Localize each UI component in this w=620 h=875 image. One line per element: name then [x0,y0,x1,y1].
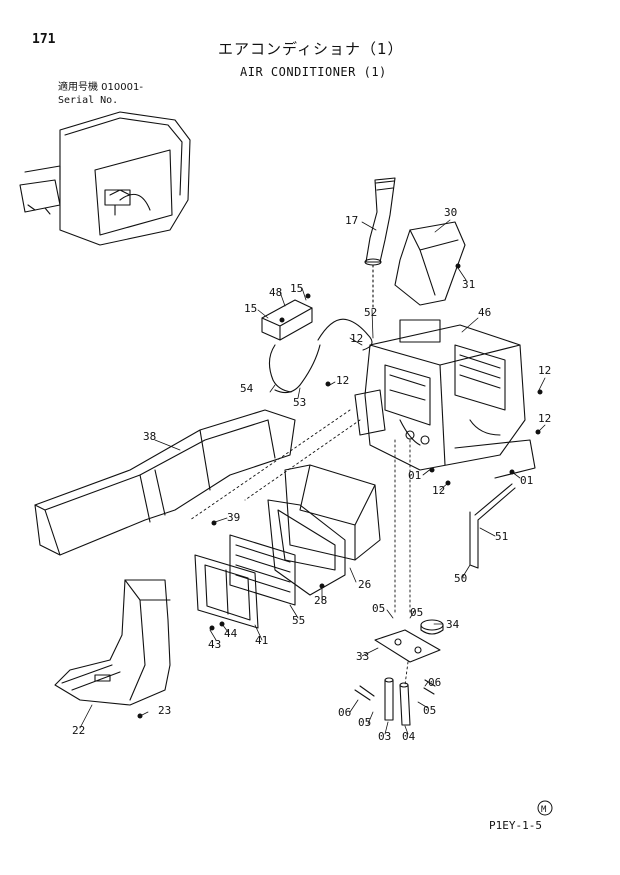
controller-48 [261,299,313,393]
part-label-38: 38 [143,430,156,443]
page-title-japanese: エアコンディショナ（1） [218,40,404,58]
part-label-39: 39 [227,511,240,524]
part-label-46: 46 [478,306,491,319]
page-title-english: AIR CONDITIONER (1) [240,65,387,79]
cap-34 [420,619,444,635]
filter-cover [194,554,259,629]
part-label-05b: 05 [410,606,423,619]
part-label-17: 17 [345,214,358,227]
part-label-05d: 05 [423,704,436,717]
drawing-code: P1EY-1-5 [489,819,542,832]
part-label-01a: 01 [408,469,421,482]
part-label-12c: 12 [336,374,349,387]
part-label-43: 43 [208,638,221,651]
part-label-12e: 12 [432,484,445,497]
hoses-03-04 [354,677,436,726]
duct-17 [364,177,396,311]
part-label-26: 26 [358,578,371,591]
harness-53 [274,318,373,394]
filter-frame-55 [267,499,346,596]
part-label-12a: 12 [350,332,363,345]
part-label-54: 54 [240,382,254,395]
part-label-53: 53 [293,396,306,409]
housing-26 [284,464,381,561]
plate-33 [374,629,441,663]
part-label-55: 55 [292,614,305,627]
revision-mark: M [537,800,553,816]
part-label-30: 30 [444,206,457,219]
page-number: 171 [32,32,56,47]
part-labels: 17 30 31 48 15 15 52 46 12 12 12 12 12 5… [72,206,551,743]
drain-pipe-51 [469,483,516,569]
serial-label-japanese: 適用号機 010001- [58,82,143,93]
ac-unit-46 [354,319,536,479]
part-label-23: 23 [158,704,171,717]
duct-30 [394,221,466,306]
part-label-44: 44 [224,627,238,640]
part-label-41: 41 [255,634,268,647]
part-label-05a: 05 [372,602,385,615]
duct-22 [54,579,171,706]
serial-label-english: Serial No. [58,95,119,106]
part-label-05c: 05 [358,716,371,729]
part-label-01b: 01 [520,474,533,487]
part-label-12b: 12 [538,364,551,377]
duct-38 [34,409,296,556]
part-label-12d: 12 [538,412,551,425]
part-label-33: 33 [356,650,369,663]
excavator-cab-sketch [19,111,191,246]
part-label-06b: 06 [338,706,351,719]
revision-mark-letter: M [541,805,547,815]
part-label-34: 34 [446,618,460,631]
part-label-03: 03 [378,730,391,743]
part-label-52: 52 [364,306,377,319]
part-label-28: 28 [314,594,327,607]
part-label-04: 04 [402,730,416,743]
filter-41 [229,534,296,606]
part-label-51: 51 [495,530,508,543]
part-label-22: 22 [72,724,85,737]
part-label-31: 31 [462,278,475,291]
part-label-15b: 15 [244,302,257,315]
part-label-15a: 15 [290,282,303,295]
part-label-06a: 06 [428,676,441,689]
part-label-50: 50 [454,572,467,585]
part-label-48: 48 [269,286,282,299]
